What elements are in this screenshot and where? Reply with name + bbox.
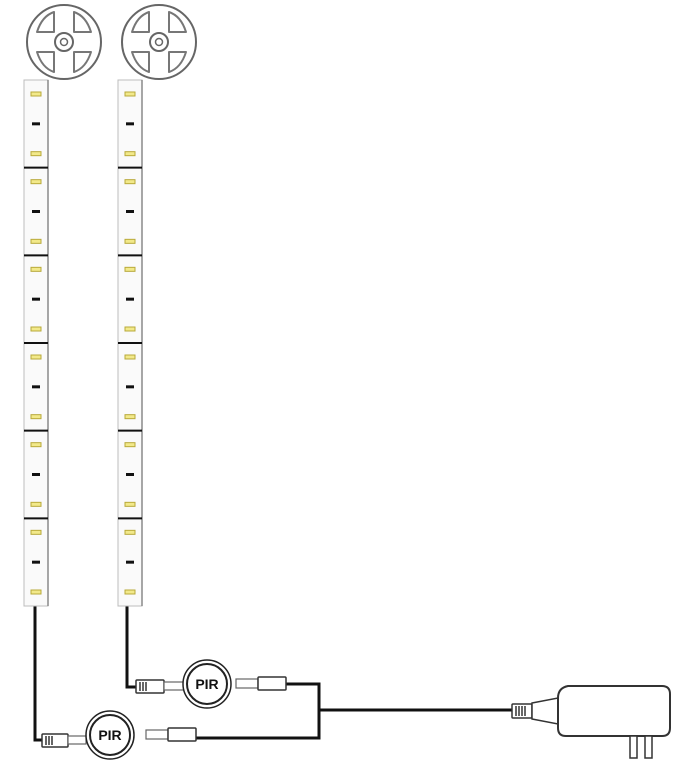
- resistor: [126, 122, 134, 126]
- adapter-cable-boot: [531, 697, 559, 725]
- resistor: [32, 210, 40, 213]
- led-chip: [124, 238, 136, 244]
- resistor: [32, 385, 40, 389]
- led-chip: [30, 91, 42, 97]
- led-chip: [124, 354, 136, 360]
- pir-label-lower: PIR: [98, 727, 121, 743]
- pir-assembly-upper: PIR: [135, 659, 287, 709]
- adapter-body: [557, 685, 671, 737]
- connector-cable-lower-right: [145, 729, 169, 740]
- led-chip: [124, 529, 136, 535]
- resistor: [126, 297, 134, 301]
- led-chip: [124, 501, 136, 507]
- led-strip-left: [23, 79, 49, 607]
- led-strip-right: [117, 79, 143, 607]
- led-chip: [30, 238, 42, 244]
- resistor: [126, 560, 134, 564]
- tape-reel-right: [121, 4, 197, 80]
- resistor: [126, 473, 134, 476]
- led-chip: [124, 151, 136, 157]
- adapter-prong-right: [644, 735, 653, 759]
- led-chip: [30, 589, 42, 595]
- connector-cable-lower-left: [67, 735, 87, 745]
- adapter-prong-left: [629, 735, 638, 759]
- adapter-dc-plug: [511, 703, 533, 719]
- connector-plug-upper-left: [135, 679, 165, 694]
- resistor: [32, 297, 40, 301]
- wire-left-strip-to-pir: [33, 606, 45, 742]
- led-chip: [30, 326, 42, 332]
- resistor: [126, 210, 134, 213]
- resistor: [32, 122, 40, 126]
- power-adapter: [511, 685, 671, 759]
- led-chip: [30, 151, 42, 157]
- led-chip: [124, 442, 136, 448]
- pir-label-upper: PIR: [195, 676, 218, 692]
- wiring: [33, 606, 514, 742]
- led-chip: [30, 414, 42, 420]
- resistor: [32, 560, 40, 564]
- resistor: [32, 473, 40, 476]
- wire-right-strip-to-pir: [125, 606, 138, 689]
- tape-reel-left: [26, 4, 102, 80]
- connector-plug-upper-right: [257, 676, 287, 691]
- led-chip: [30, 266, 42, 272]
- led-chip: [124, 414, 136, 420]
- led-chip: [30, 179, 42, 185]
- pir-assembly-lower: PIR: [41, 710, 197, 760]
- resistor: [126, 385, 134, 389]
- led-chip: [124, 91, 136, 97]
- led-chip: [30, 529, 42, 535]
- led-chip: [30, 354, 42, 360]
- connector-cable-upper-left: [163, 681, 185, 691]
- led-chip: [124, 266, 136, 272]
- connector-cable-upper-right: [235, 678, 259, 689]
- led-chip: [124, 179, 136, 185]
- led-chip: [124, 589, 136, 595]
- connector-plug-lower-left: [41, 733, 69, 748]
- led-chip: [124, 326, 136, 332]
- led-chip: [30, 501, 42, 507]
- led-chip: [30, 442, 42, 448]
- connector-plug-lower-right: [167, 727, 197, 742]
